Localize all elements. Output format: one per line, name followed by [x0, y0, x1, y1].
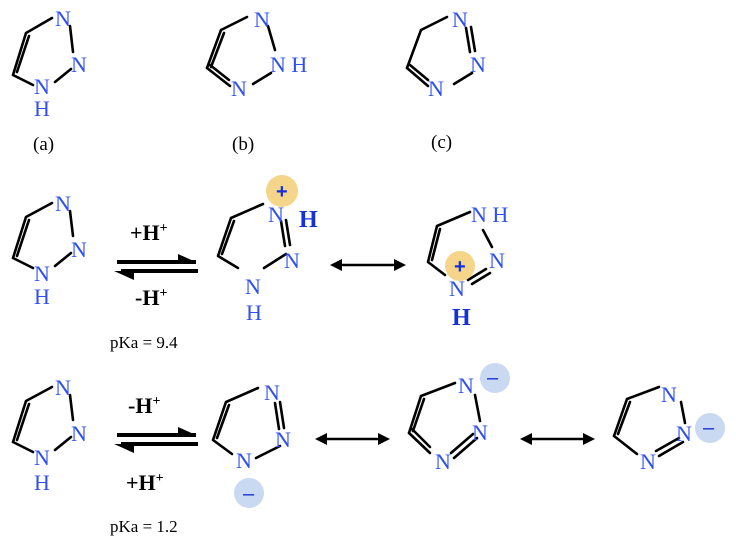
atom-h: H: [452, 305, 471, 331]
positive-charge: +: [454, 256, 466, 278]
pka-value: pKa = 9.4: [110, 333, 178, 352]
atom-n: N: [676, 421, 692, 446]
triazolium-form-2: N H N + N H: [426, 202, 508, 331]
equilibrium-arrow-deprotonation: -H+ +H+ pKa = 1.2: [110, 393, 198, 536]
atom-h: H: [34, 96, 50, 121]
resonance-arrow: [315, 433, 390, 445]
atom-n: N: [245, 274, 261, 299]
caption-a: (a): [33, 134, 54, 155]
atom-n: N: [458, 373, 474, 398]
atom-h: H: [34, 284, 50, 309]
molecule-c: N N N (c): [405, 7, 486, 153]
atom-n: N: [470, 52, 486, 77]
atom-n: N: [489, 248, 505, 273]
positive-charge: +: [276, 181, 288, 203]
atom-n: N: [275, 427, 291, 452]
molecule-b: N N H N (b): [205, 7, 307, 155]
atom-n: N: [55, 6, 71, 31]
atom-n: N: [34, 74, 50, 99]
atom-n: N: [254, 7, 270, 32]
atom-n: N: [231, 76, 247, 101]
reagent-forward: -H+: [128, 393, 160, 418]
triazole-start-deprotonation: N N N H: [11, 375, 87, 495]
atom-n: N: [449, 276, 465, 301]
atom-n: N: [268, 202, 284, 227]
atom-n: N: [640, 449, 656, 474]
caption-c: (c): [431, 132, 452, 153]
equilibrium-arrow-protonation: +H+ -H+ pKa = 9.4: [110, 220, 198, 352]
resonance-arrow: [330, 259, 406, 271]
atom-n: N: [55, 375, 71, 400]
triazolide-form-1: N N N –: [211, 380, 291, 508]
atom-n: N: [34, 261, 50, 286]
negative-charge: –: [243, 483, 255, 505]
atom-h: H: [299, 207, 318, 233]
negative-charge-halo: [480, 363, 510, 393]
atom-n: N: [428, 76, 444, 101]
positive-charge-halo: [266, 175, 298, 207]
triazolide-form-2: N – N N: [407, 363, 510, 474]
atom-h: H: [34, 470, 50, 495]
atom-n: N: [71, 421, 87, 446]
resonance-arrow: [520, 433, 595, 445]
atom-n: N: [264, 380, 280, 405]
atom-nh: N H: [270, 52, 307, 77]
atom-nh: N H: [471, 202, 508, 227]
atom-n: N: [236, 448, 252, 473]
reagent-reverse: +H+: [126, 470, 164, 495]
negative-charge: –: [703, 417, 715, 439]
atom-n: N: [55, 191, 71, 216]
negative-charge-halo: [234, 478, 264, 508]
row-deprotonation: N N N H -H+ +H+ pKa = 1.2 N N N –: [11, 363, 725, 536]
atom-n: N: [472, 420, 488, 445]
atom-h: H: [246, 300, 262, 325]
row-protonation: N N N H +H+ -H+ pKa = 9.4 + N H N N H: [11, 175, 508, 352]
reagent-reverse: -H+: [135, 285, 167, 310]
atom-n: N: [435, 449, 451, 474]
atom-n: N: [71, 52, 87, 77]
atom-n: N: [452, 7, 468, 32]
positive-charge-halo: [445, 251, 475, 281]
atom-n: N: [34, 445, 50, 470]
triazolide-form-3: N N – N: [612, 382, 725, 474]
atom-n: N: [71, 237, 87, 262]
reagent-forward: +H+: [130, 220, 168, 245]
atom-n: N: [284, 248, 300, 273]
molecule-a: N N N H (a): [11, 6, 87, 155]
triazolium-form-1: + N H N N H: [216, 175, 318, 325]
triazole-start-protonation: N N N H: [11, 191, 87, 309]
negative-charge: –: [487, 367, 499, 389]
caption-b: (b): [232, 134, 254, 155]
negative-charge-halo: [695, 413, 725, 443]
atom-n: N: [661, 382, 677, 407]
pka-value: pKa = 1.2: [110, 517, 178, 536]
